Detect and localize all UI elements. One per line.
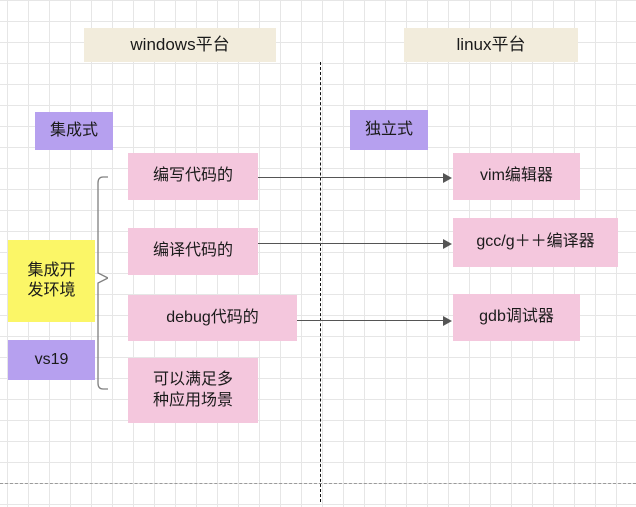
platform-divider-dashed-line xyxy=(320,62,321,502)
node-tool-vim-editor-label: vim编辑器 xyxy=(480,167,553,185)
node-feature-compile-code: 编译代码的 xyxy=(128,228,258,275)
node-feature-write-code-label: 编写代码的 xyxy=(152,167,233,185)
node-tool-gdb-debugger-label: gdb调试器 xyxy=(479,308,554,326)
header-windows-label: windows平台 xyxy=(130,35,230,55)
arrowhead-debug-code-to-gdb xyxy=(443,316,452,326)
node-tool-vim-editor: vim编辑器 xyxy=(453,153,580,200)
bracket-connector xyxy=(97,176,108,390)
arrowhead-compile-code-to-gcc xyxy=(443,239,452,249)
arrow-debug-code-to-gdb xyxy=(297,320,444,321)
node-integrated-category: 集成式 xyxy=(35,112,113,150)
node-ide-group-label: 集成开 发环境 xyxy=(27,261,76,299)
node-ide-group: 集成开 发环境 xyxy=(8,240,95,322)
node-feature-compile-code-label: 编译代码的 xyxy=(152,242,233,260)
node-vs19-label: vs19 xyxy=(34,350,69,368)
node-tool-gcc-compiler-label: gcc/g＋＋编译器 xyxy=(476,233,595,251)
page-boundary-dashed-line xyxy=(0,483,636,484)
node-feature-multi-scenario-label: 可以满足多 种应用场景 xyxy=(152,371,233,409)
node-standalone-category-label: 独立式 xyxy=(364,120,413,138)
arrow-compile-code-to-gcc xyxy=(258,243,444,244)
node-feature-multi-scenario: 可以满足多 种应用场景 xyxy=(128,358,258,423)
node-tool-gdb-debugger: gdb调试器 xyxy=(453,294,580,341)
arrowhead-write-code-to-vim xyxy=(443,173,452,183)
node-integrated-category-label: 集成式 xyxy=(49,121,98,139)
arrow-write-code-to-vim xyxy=(258,177,444,178)
header-linux-platform: linux平台 xyxy=(404,28,578,62)
node-tool-gcc-compiler: gcc/g＋＋编译器 xyxy=(453,218,618,267)
node-vs19-example: vs19 xyxy=(8,340,95,380)
node-standalone-category: 独立式 xyxy=(350,110,428,150)
header-linux-label: linux平台 xyxy=(456,35,526,55)
node-feature-debug-code: debug代码的 xyxy=(128,295,297,341)
header-windows-platform: windows平台 xyxy=(84,28,276,62)
node-feature-debug-code-label: debug代码的 xyxy=(166,308,259,326)
node-feature-write-code: 编写代码的 xyxy=(128,153,258,200)
